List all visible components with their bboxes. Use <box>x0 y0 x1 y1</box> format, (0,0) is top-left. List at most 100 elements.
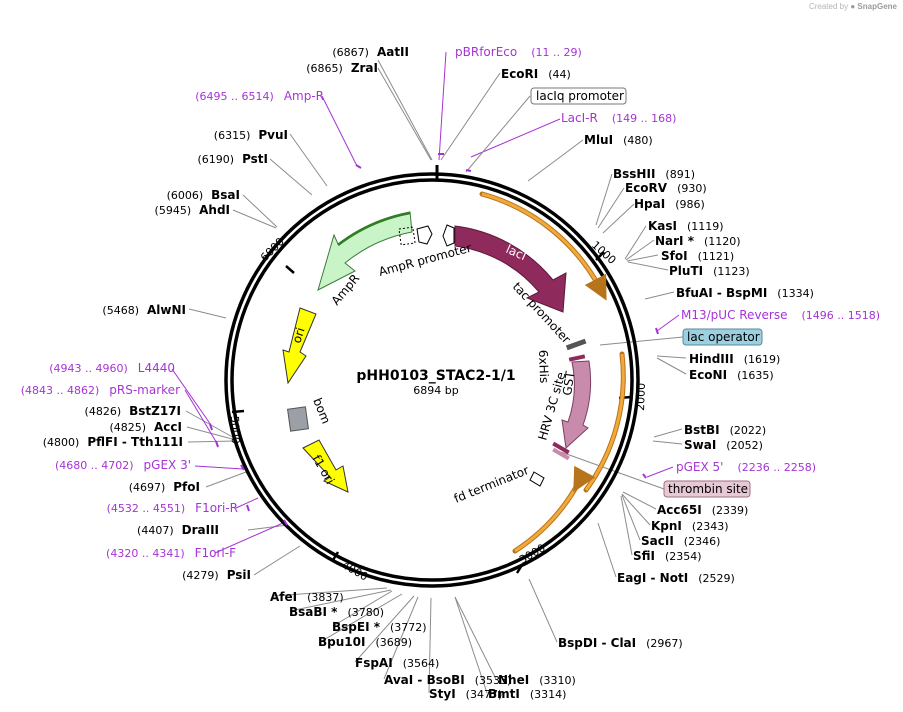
enzyme-site-23[interactable]: BmtI(3314) <box>488 687 566 701</box>
f1-ori-arrow[interactable] <box>302 439 349 493</box>
primer-1[interactable]: LacI-R(149 .. 168) <box>561 111 676 125</box>
enzyme-position: (2346) <box>684 535 721 548</box>
bom-label: bom <box>310 396 333 426</box>
enzyme-position: (4826) <box>85 405 122 418</box>
enzyme-site-8[interactable]: NarI *(1120) <box>655 234 741 248</box>
enzyme-site-14[interactable]: BstBI(2022) <box>684 423 766 437</box>
enzyme-name: NheI <box>498 673 529 687</box>
lacI-arrow[interactable] <box>454 225 567 313</box>
enzyme-name: EcoRV <box>625 181 668 195</box>
bom-box[interactable] <box>286 406 310 432</box>
enzyme-site-32[interactable]: (4407)DraIII <box>137 523 219 537</box>
enzyme-site-41[interactable]: (6315)PvuI <box>214 128 288 142</box>
enzyme-site-38[interactable]: (5945)AhdI <box>155 203 230 217</box>
primer-3[interactable]: pGEX 5'(2236 .. 2258) <box>676 460 816 474</box>
enzyme-name: AatII <box>377 45 409 59</box>
enzyme-site-29[interactable]: BsaBI * (3780) <box>289 605 384 619</box>
thrombin-marker <box>552 447 570 461</box>
enzyme-site-7[interactable]: KasI(1119) <box>648 219 724 233</box>
enzyme-position: (1121) <box>698 250 735 263</box>
enzyme-position: (2529) <box>698 572 735 585</box>
enzyme-position: (6867) <box>332 46 369 59</box>
enzyme-position: (2967) <box>646 637 683 650</box>
enzyme-name: AfeI <box>270 590 297 604</box>
primer-8[interactable]: (4943 .. 4960)L4440 <box>49 361 175 375</box>
enzyme-name: BsaBI * <box>289 605 338 619</box>
enzyme-position: (891) <box>665 168 695 181</box>
enzyme-site-0[interactable]: (6867) AatII <box>332 45 409 59</box>
enzyme-position: (6006) <box>167 189 204 202</box>
primer-name: pGEX 5' <box>676 460 723 474</box>
enzyme-site-24[interactable]: StyI(3477) <box>429 687 502 701</box>
primer-0[interactable]: pBRforEco(11 .. 29) <box>455 45 582 59</box>
enzyme-site-27[interactable]: Bpu10I(3689) <box>318 635 412 649</box>
thrombin-site-box[interactable]: thrombin site <box>663 480 751 498</box>
enzyme-site-40[interactable]: (6190)PstI <box>197 152 268 166</box>
enzyme-site-37[interactable]: (5468)AlwNI <box>102 303 186 317</box>
primer-5[interactable]: (4532 .. 4551)F1ori-R <box>107 501 238 515</box>
enzyme-site-17[interactable]: KpnI(2343) <box>651 519 728 533</box>
lacIq-promoter-icon <box>442 224 455 247</box>
lacIq-promoter-text: lacIq promoter <box>536 89 624 103</box>
enzyme-name: EcoRI <box>501 67 538 81</box>
primer-9[interactable]: (6495 .. 6514)Amp-R <box>195 89 324 103</box>
enzyme-site-9[interactable]: SfoI(1121) <box>661 249 734 263</box>
enzyme-site-21[interactable]: BspDI - ClaI(2967) <box>558 636 683 650</box>
enzyme-position: (2052) <box>726 439 763 452</box>
enzyme-site-19[interactable]: SfiI(2354) <box>633 549 702 563</box>
primer-2[interactable]: M13/pUC Reverse(1496 .. 1518) <box>681 308 880 322</box>
enzyme-name: AccI <box>154 420 182 434</box>
enzyme-site-2[interactable]: EcoRI (44) <box>501 67 571 81</box>
enzyme-site-12[interactable]: HindIII(1619) <box>689 352 780 366</box>
primer-range: (6495 .. 6514) <box>195 90 274 103</box>
primer-7[interactable]: (4843 .. 4862)pRS-marker <box>21 383 180 397</box>
enzyme-site-39[interactable]: (6006)BsaI <box>167 188 240 202</box>
enzyme-site-25[interactable]: AvaI - BsoBI(3533) <box>384 673 511 687</box>
primer-name: pRS-marker <box>109 383 180 397</box>
primer-4[interactable]: (4320 .. 4341)F1ori-F <box>106 546 236 560</box>
lacIq-promoter-box[interactable]: lacIq promoter <box>530 87 627 105</box>
enzyme-position: (3780) <box>347 606 384 619</box>
lac-operator-box[interactable]: lac operator <box>682 328 763 346</box>
enzyme-site-6[interactable]: HpaI(986) <box>634 197 705 211</box>
primer-labels: pBRforEco(11 .. 29) LacI-R(149 .. 168) M13… <box>21 45 880 560</box>
enzyme-site-16[interactable]: Acc65I (2339) <box>657 503 748 517</box>
enzyme-position: (1123) <box>713 265 750 278</box>
enzyme-name: Bpu10I <box>318 635 365 649</box>
enzyme-site-11[interactable]: BfuAI - BspMI(1334) <box>676 286 814 300</box>
enzyme-position: (44) <box>548 68 571 81</box>
primer-6[interactable]: (4680 .. 4702) pGEX 3' <box>55 458 191 472</box>
enzyme-site-22[interactable]: NheI(3310) <box>498 673 576 687</box>
enzyme-site-26[interactable]: FspAI(3564) <box>355 656 439 670</box>
GST-arrow[interactable] <box>561 360 592 450</box>
ori-arrow[interactable] <box>282 307 317 385</box>
enzyme-site-4[interactable]: BssHII(891) <box>613 167 695 181</box>
enzyme-position: (1635) <box>737 369 774 382</box>
enzyme-site-5[interactable]: EcoRV(930) <box>625 181 707 195</box>
primer-range: (4320 .. 4341) <box>106 547 185 560</box>
enzyme-site-33[interactable]: (4697)PfoI <box>129 480 200 494</box>
enzyme-position: (3564) <box>403 657 440 670</box>
primer-name: pBRforEco <box>455 45 517 59</box>
enzyme-name: Acc65I <box>657 503 702 517</box>
enzyme-site-10[interactable]: PluTI (1123) <box>669 264 750 278</box>
primer-range: (4680 .. 4702) <box>55 459 134 472</box>
enzyme-site-15[interactable]: SwaI(2052) <box>684 438 763 452</box>
AmpR-arrow[interactable] <box>317 211 413 291</box>
primer-name: pGEX 3' <box>144 458 191 472</box>
enzyme-position: (2339) <box>712 504 749 517</box>
enzyme-site-28[interactable]: BspEI *(3772) <box>332 620 427 634</box>
enzyme-position: (6190) <box>197 153 234 166</box>
enzyme-site-36[interactable]: (4826)BstZ17I <box>85 404 181 418</box>
enzyme-name: PluTI <box>669 264 703 278</box>
enzyme-site-13[interactable]: EcoNI(1635) <box>689 368 774 382</box>
enzyme-site-20[interactable]: EagI - NotI(2529) <box>617 571 735 585</box>
enzyme-site-18[interactable]: SacII(2346) <box>641 534 720 548</box>
enzyme-site-1[interactable]: (6865)ZraI <box>306 61 378 75</box>
enzyme-site-34[interactable]: (4800)PflFI - Tth111I <box>43 435 183 449</box>
enzyme-site-30[interactable]: AfeI(3837) <box>270 590 344 604</box>
enzyme-site-31[interactable]: (4279)PsiI <box>182 568 251 582</box>
enzyme-site-35[interactable]: (4825)AccI <box>109 420 182 434</box>
enzyme-site-3[interactable]: MluI(480) <box>584 133 653 147</box>
